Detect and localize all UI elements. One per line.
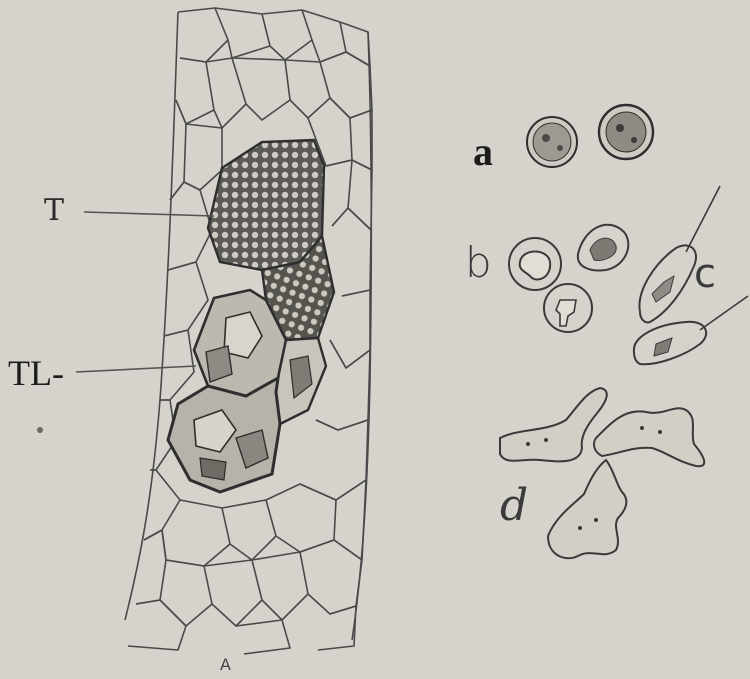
- speck: [37, 427, 43, 433]
- leader-line-t: [84, 212, 214, 216]
- panel-label: A: [220, 655, 231, 674]
- label-a: a: [473, 128, 493, 175]
- label-d: d: [500, 480, 528, 531]
- cell-group-d: [500, 388, 704, 558]
- cell-group-a: [527, 105, 653, 167]
- label-tissue-upper: T: [44, 193, 64, 228]
- cell-group-b: [509, 225, 628, 332]
- leader-lines: [76, 212, 214, 372]
- leader-line-tl: [76, 366, 196, 372]
- label-c: c: [694, 251, 716, 297]
- cell-group-c: [634, 186, 748, 364]
- label-b: b: [465, 238, 492, 287]
- label-tissue-lower: TL-: [8, 352, 64, 394]
